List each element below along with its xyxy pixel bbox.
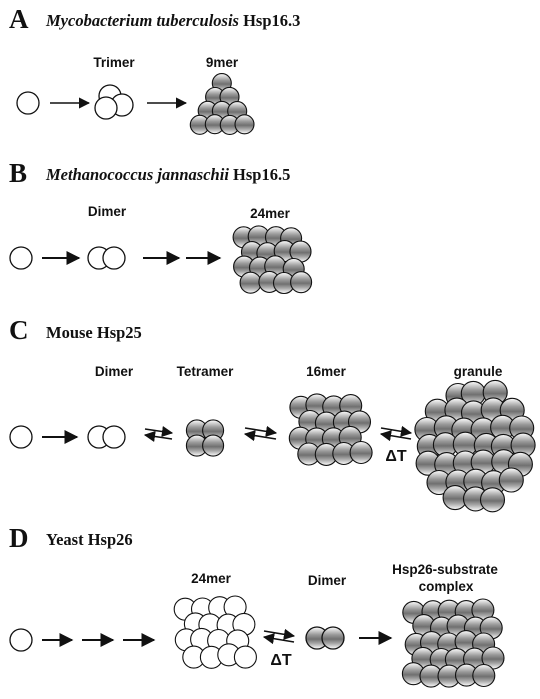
panel-d-label-complex-line2: complex bbox=[419, 579, 474, 594]
panel-b-label-dimer: Dimer bbox=[88, 204, 127, 219]
panel-c-label-granule: granule bbox=[454, 364, 503, 379]
panel-c-label-16mer: 16mer bbox=[306, 364, 347, 379]
panel-a-title-species: Mycobacterium tuberculosis bbox=[45, 11, 239, 30]
panel-d-complex bbox=[401, 598, 505, 688]
panel-c-letter: C bbox=[9, 315, 29, 345]
panel-a-trimer bbox=[94, 84, 134, 120]
panel-a-title-protein: Hsp16.3 bbox=[239, 11, 300, 30]
panel-c-16mer bbox=[288, 393, 373, 466]
panel-a-title: Mycobacterium tuberculosis Hsp16.3 bbox=[45, 11, 300, 30]
panel-b-title-species: Methanococcus jannaschii bbox=[45, 165, 229, 184]
panel-b-dimer bbox=[87, 246, 126, 270]
panel-c-granule bbox=[414, 379, 536, 513]
panel-a-9mer bbox=[189, 73, 255, 135]
panel-b-label-24mer: 24mer bbox=[250, 206, 291, 221]
panel-d-label-24mer: 24mer bbox=[191, 571, 232, 586]
panel-d-title: Yeast Hsp26 bbox=[46, 530, 133, 549]
panel-c-tetramer bbox=[185, 419, 225, 457]
panel-c-equilibrium-1 bbox=[143, 425, 174, 443]
panel-b-letter: B bbox=[9, 158, 27, 188]
subunit-sphere bbox=[349, 440, 373, 465]
panel-b-monomer bbox=[9, 246, 33, 270]
panel-d-equilibrium bbox=[262, 628, 296, 645]
panel-d-monomer bbox=[9, 628, 33, 652]
panel-a-monomer bbox=[16, 91, 40, 115]
panel-d-delta-t-label: ΔT bbox=[270, 652, 292, 669]
subunit-sphere bbox=[233, 645, 257, 669]
panel-d-dimer bbox=[305, 626, 345, 650]
panel-b-title: Methanococcus jannaschii Hsp16.5 bbox=[45, 165, 290, 184]
panel-c-delta-t-label: ΔT bbox=[385, 448, 407, 465]
panel-c-label-dimer: Dimer bbox=[95, 364, 134, 379]
panel-b-title-protein: Hsp16.5 bbox=[229, 165, 290, 184]
panel-c-equilibrium-2 bbox=[243, 425, 278, 442]
panel-c-monomer bbox=[9, 425, 33, 449]
subunit-sphere bbox=[202, 434, 225, 457]
panel-a-label-trimer: Trimer bbox=[93, 55, 135, 70]
panel-a-letter: A bbox=[9, 4, 29, 34]
subunit-sphere bbox=[472, 663, 496, 688]
panel-d-label-dimer: Dimer bbox=[308, 573, 347, 588]
panel-d-letter: D bbox=[9, 523, 29, 553]
subunit-sphere bbox=[498, 467, 524, 493]
panel-d-24mer bbox=[173, 595, 257, 669]
subunit-sphere bbox=[290, 271, 313, 294]
panel-c-title: Mouse Hsp25 bbox=[46, 323, 142, 342]
subunit-sphere bbox=[239, 271, 262, 294]
panel-d-label-complex-line1: Hsp26-substrate bbox=[392, 562, 498, 577]
panel-b-24mer bbox=[232, 225, 313, 295]
subunit-sphere bbox=[479, 487, 506, 513]
panel-c-dimer bbox=[87, 425, 126, 449]
panel-c-equilibrium-3 bbox=[379, 425, 413, 442]
panel-a-label-9mer: 9mer bbox=[206, 55, 239, 70]
panel-c-label-tetramer: Tetramer bbox=[177, 364, 235, 379]
subunit-sphere bbox=[234, 114, 255, 135]
